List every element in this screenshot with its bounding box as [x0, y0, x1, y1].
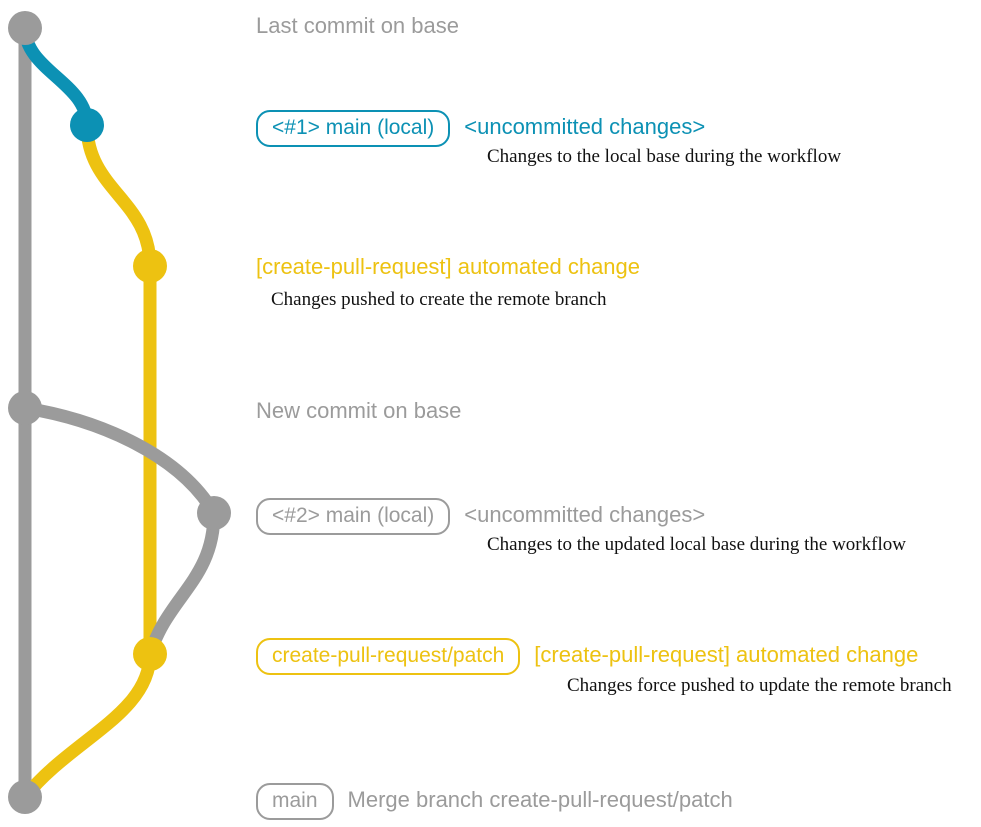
branch-tag-main-local-1[interactable]: <#1> main (local) — [256, 110, 451, 148]
commit-node-remote-2[interactable] — [133, 637, 167, 671]
row-remote-commit-2: create-pull-request/patch [create-pull-r… — [256, 638, 919, 676]
branch-tag-main-local-2[interactable]: <#2> main (local) — [256, 498, 451, 536]
label-last-commit-on-base: Last commit on base — [256, 13, 459, 38]
note-remote-commit-2: Changes force pushed to update the remot… — [567, 675, 952, 696]
commit-node-merge[interactable] — [8, 780, 42, 814]
row-merge-commit: main Merge branch create-pull-request/pa… — [256, 783, 733, 821]
branch-tag-main[interactable]: main — [256, 783, 334, 821]
edge-base-to-local1 — [18, 21, 94, 132]
note-remote-commit-1: Changes pushed to create the remote bran… — [271, 289, 607, 310]
commit-node-base-last[interactable] — [8, 11, 42, 45]
commit-node-base-new[interactable] — [8, 391, 42, 425]
commit-node-local-2[interactable] — [197, 496, 231, 530]
note-local-commit-1: Changes to the local base during the wor… — [487, 146, 842, 167]
commit-subject-remote-2: [create-pull-request] automated change — [534, 642, 919, 667]
commit-subject-local-2: <uncommitted changes> — [464, 502, 706, 527]
commit-subject-remote-1: [create-pull-request] automated change — [256, 254, 641, 279]
commit-subject-local-1: <uncommitted changes> — [464, 114, 706, 139]
edge-base2-to-local2 — [18, 401, 221, 520]
label-new-commit-on-base: New commit on base — [256, 398, 462, 423]
edge-local2-to-remote2 — [143, 506, 221, 661]
edge-local1-to-remote1 — [80, 118, 157, 273]
commit-node-remote-1[interactable] — [133, 249, 167, 283]
edge-remote2-to-merge — [18, 647, 157, 804]
row-local-commit-1: <#1> main (local) <uncommitted changes> — [256, 110, 706, 148]
commit-subject-merge: Merge branch create-pull-request/patch — [347, 787, 733, 812]
commit-node-local-1[interactable] — [70, 108, 104, 142]
branch-tag-create-pull-request-patch[interactable]: create-pull-request/patch — [256, 638, 521, 676]
row-local-commit-2: <#2> main (local) <uncommitted changes> — [256, 498, 706, 536]
note-local-commit-2: Changes to the updated local base during… — [487, 534, 906, 555]
